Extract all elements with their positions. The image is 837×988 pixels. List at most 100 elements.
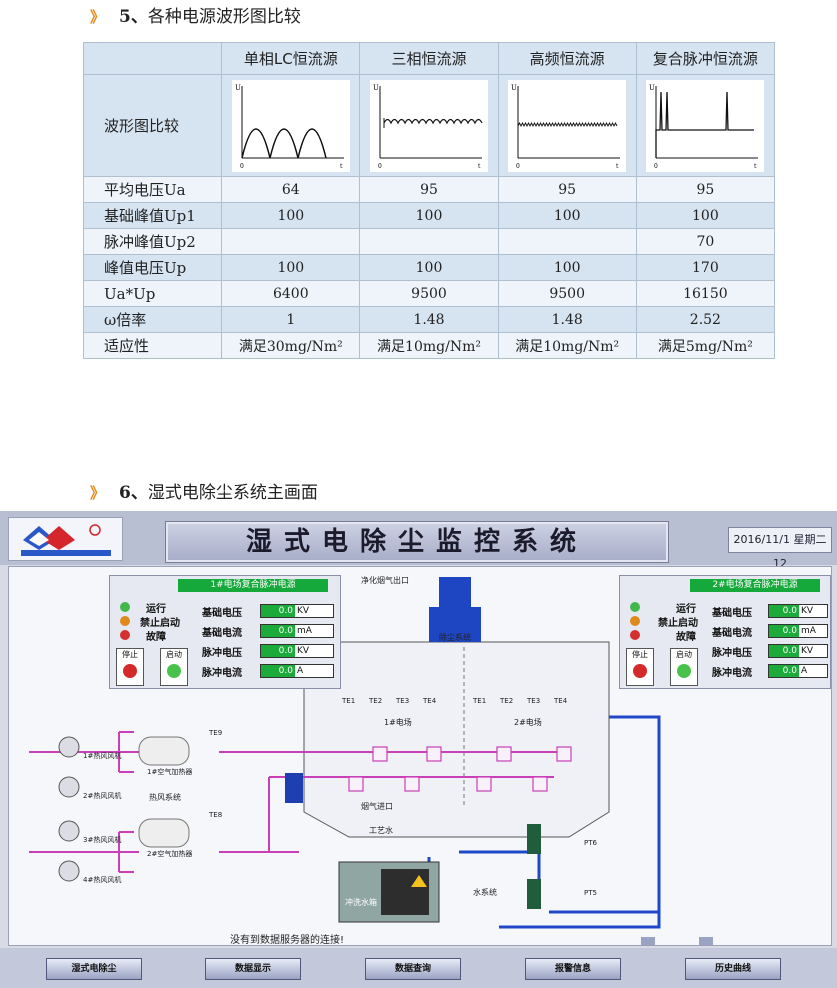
waveform-comparison-table: 单相LC恒流源 三相恒流源 高频恒流源 复合脉冲恒流源 波形图比较 U 0 t … xyxy=(82,42,776,359)
connection-status-message: 没有到数据服务器的连接! xyxy=(230,935,345,946)
start-light-icon xyxy=(677,664,691,678)
field-1-label: 1#电场 xyxy=(384,718,412,727)
nav-button-history[interactable]: 历史曲线 xyxy=(685,958,781,980)
logo-icon xyxy=(21,524,111,556)
reading-label: 脉冲电压 xyxy=(712,648,752,659)
status-label: 禁止启动 xyxy=(658,618,698,629)
waveform-composite-pulse: U 0 t xyxy=(646,79,765,172)
axis-origin-label: 0 xyxy=(378,163,382,170)
temp-sensor-tag: TE1 xyxy=(473,697,487,705)
scada-screen: 湿式电除尘监控系统 2016/11/1 星期二 12 xyxy=(0,511,837,988)
row-label: 波形图比较 xyxy=(82,74,223,177)
fan-label: 1#热风风机 xyxy=(83,752,122,760)
nav-button-data-query[interactable]: 数据查询 xyxy=(365,958,461,980)
axis-origin-label: 0 xyxy=(240,163,244,170)
axis-y-label: U xyxy=(649,84,655,92)
status-indicator-icon xyxy=(120,616,130,626)
scada-title: 湿式电除尘监控系统 xyxy=(245,527,588,557)
status-indicator-icon xyxy=(630,602,640,612)
heat-system-label: 热风系统 xyxy=(149,793,181,802)
waveform-single-phase: U 0 t xyxy=(231,79,350,172)
heater-temp-tag: TE9 xyxy=(209,729,223,737)
field-2-label: 2#电场 xyxy=(514,718,542,727)
header-cell xyxy=(82,42,223,75)
reading-label: 脉冲电压 xyxy=(202,648,242,659)
axis-origin-label: 0 xyxy=(516,163,520,170)
status-label: 运行 xyxy=(676,604,696,615)
stack-icon xyxy=(429,577,481,642)
axis-x-label: t xyxy=(754,163,757,170)
fan-label: 2#热风风机 xyxy=(83,792,122,800)
temp-sensor-tag: TE4 xyxy=(423,697,437,705)
table-row: 平均电压Ua 64 95 95 95 xyxy=(82,176,776,203)
axis-x-label: t xyxy=(616,163,619,170)
company-logo xyxy=(8,517,123,561)
status-indicator-icon xyxy=(120,602,130,612)
temp-sensor-tag: TE3 xyxy=(527,697,541,705)
chevron-right-icon: 》 xyxy=(90,484,106,502)
axis-x-label: t xyxy=(478,163,481,170)
stop-button[interactable]: 停止 xyxy=(116,648,144,686)
section-5-heading: 》5、各种电源波形图比较 xyxy=(90,7,301,27)
pressure-tag: PT6 xyxy=(584,839,597,847)
dust-system-label: 除尘系统 xyxy=(439,633,471,642)
nav-button-data-display[interactable]: 数据显示 xyxy=(205,958,301,980)
stop-light-icon xyxy=(123,664,137,678)
axis-origin-label: 0 xyxy=(654,163,658,170)
temp-sensor-tag: TE1 xyxy=(342,697,356,705)
reading-label: 基础电流 xyxy=(712,628,752,639)
reading-label: 基础电压 xyxy=(202,608,242,619)
nav-button-wet-esp[interactable]: 湿式电除尘 xyxy=(46,958,142,980)
table-row: 基础峰值Up1 100 100 100 100 xyxy=(82,202,776,229)
pressure-tag: PT5 xyxy=(584,889,597,897)
header-cell: 复合脉冲恒流源 xyxy=(635,42,776,75)
waveform-row: 波形图比较 U 0 t U 0 t U 0 t xyxy=(82,74,776,177)
temp-sensor-tag: TE3 xyxy=(396,697,410,705)
start-light-icon xyxy=(167,664,181,678)
process-water-label: 工艺水 xyxy=(369,826,393,835)
flue-inlet-label: 烟气进口 xyxy=(361,802,393,811)
stop-light-icon xyxy=(633,664,647,678)
axis-y-label: U xyxy=(373,84,379,92)
status-label: 禁止启动 xyxy=(140,618,180,629)
status-label: 故障 xyxy=(146,632,166,643)
panel-title: 1#电场复合脉冲电源 xyxy=(178,579,328,592)
axis-y-label: U xyxy=(235,84,241,92)
reading-label: 基础电压 xyxy=(712,608,752,619)
table-row: 峰值电压Up 100 100 100 170 xyxy=(82,254,776,281)
status-indicator-icon xyxy=(120,630,130,640)
table-row: ω倍率 1 1.48 1.48 2.52 xyxy=(82,306,776,333)
header-cell: 单相LC恒流源 xyxy=(221,42,361,75)
reading-label: 脉冲电流 xyxy=(202,668,242,679)
fan-label: 3#热风风机 xyxy=(83,836,122,844)
temp-sensor-tag: TE2 xyxy=(369,697,383,705)
water-system-label: 水系统 xyxy=(473,888,497,897)
section-6-heading: 》6、湿式电除尘系统主画面 xyxy=(90,483,318,503)
start-button[interactable]: 启动 xyxy=(160,648,188,686)
stop-button[interactable]: 停止 xyxy=(626,648,654,686)
status-label: 故障 xyxy=(676,632,696,643)
axis-x-label: t xyxy=(340,163,343,170)
process-diagram-svg xyxy=(29,577,713,945)
pump-icon xyxy=(527,824,541,854)
nav-button-alarms[interactable]: 报警信息 xyxy=(525,958,621,980)
fan-label: 4#热风风机 xyxy=(83,876,122,884)
header-cell: 三相恒流源 xyxy=(359,42,499,75)
datetime-display: 2016/11/1 星期二 12 xyxy=(728,527,832,570)
start-button[interactable]: 启动 xyxy=(670,648,698,686)
status-indicator-icon xyxy=(630,630,640,640)
temp-sensor-tag: TE4 xyxy=(554,697,568,705)
header-cell: 高频恒流源 xyxy=(497,42,637,75)
inlet-damper-icon xyxy=(285,773,303,803)
table-header-row: 单相LC恒流源 三相恒流源 高频恒流源 复合脉冲恒流源 xyxy=(82,42,776,75)
table-row: 适应性 满足30mg/Nm² 满足10mg/Nm² 满足10mg/Nm² 满足5… xyxy=(82,332,776,359)
status-indicator-icon xyxy=(630,616,640,626)
warning-icon xyxy=(411,875,427,887)
